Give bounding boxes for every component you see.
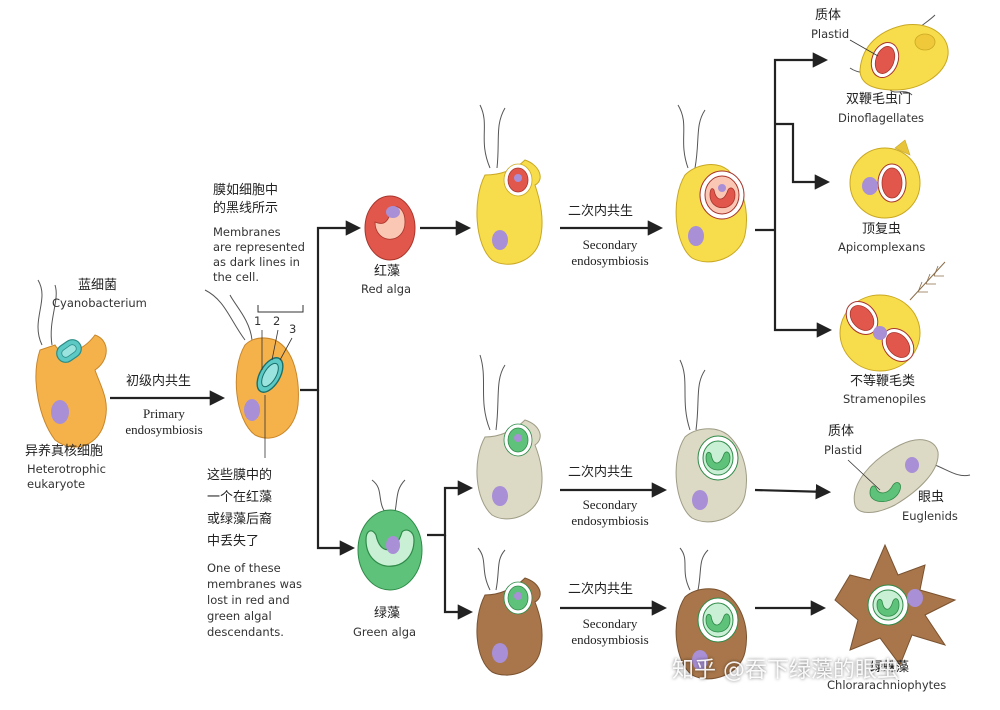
membrane-number-1: 1 xyxy=(254,314,262,328)
gray-host-engulfing xyxy=(476,419,543,520)
arrow-to-euglenids xyxy=(754,483,832,500)
membranes-note-en-3: as dark lines in xyxy=(213,255,300,269)
euglenids-label-en: Euglenids xyxy=(902,509,958,523)
arrow-to-green-alga xyxy=(316,390,356,556)
lost-note-en-4: green algal xyxy=(207,609,272,623)
flagella xyxy=(37,14,971,591)
lost-note-zh-2: 一个在红藻 xyxy=(207,490,273,505)
primary-label-en-2: endosymbiosis xyxy=(125,422,203,437)
red-alga-label-zh: 红藻 xyxy=(374,264,401,279)
arrow-to-red-alga xyxy=(300,220,362,392)
primary-cell xyxy=(235,305,304,458)
lost-note-zh-1: 这些膜中的 xyxy=(207,468,273,483)
gray-secondary-cell xyxy=(675,428,747,523)
primary-label-zh: 初级内共生 xyxy=(126,374,192,389)
arrow-to-dinoflagellates xyxy=(773,52,829,230)
lost-note-zh-3: 或绿藻后裔 xyxy=(207,512,273,527)
plastid-top-label-en: Plastid xyxy=(811,27,850,41)
secondary-red-label-en-2: endosymbiosis xyxy=(571,253,649,268)
euglenid-cell xyxy=(847,439,939,513)
cyanobacterium-label-en: Cyanobacterium xyxy=(52,296,147,310)
apicomplexans-label-zh: 顶复虫 xyxy=(862,222,902,237)
secondary-brown-label-en-1: Secondary xyxy=(582,616,638,631)
membrane-number-2: 2 xyxy=(273,314,281,328)
membranes-note-en-4: the cell. xyxy=(213,270,259,284)
apicomplexans-label-en: Apicomplexans xyxy=(838,240,926,254)
stramenopile-cell xyxy=(839,261,946,372)
green-alga-label-en: Green alga xyxy=(353,625,417,639)
chlorarachniophyte-cell xyxy=(834,543,957,667)
lost-note-en-5: descendants. xyxy=(207,625,284,639)
arrow-green-to-gray xyxy=(427,480,474,537)
host-label-zh: 异养真核细胞 xyxy=(25,444,104,459)
chlorarachniophytes-label-en: Chlorarachniophytes xyxy=(827,678,947,692)
brown-secondary-cell xyxy=(675,588,747,680)
dinoflagellates-label-zh: 双鞭毛虫门 xyxy=(846,92,912,107)
host-label-en-2: eukaryote xyxy=(27,477,86,491)
red-alga-cell xyxy=(364,195,416,261)
primary-label-en-1: Primary xyxy=(143,406,185,421)
host-cell xyxy=(35,334,107,448)
cyanobacterium-label-zh: 蓝细菌 xyxy=(78,278,118,293)
brown-host-engulfing xyxy=(476,577,543,676)
lost-note-zh-4: 中丢失了 xyxy=(207,534,260,549)
chlorarachniophytes-label-zh: 绿蛛藻 xyxy=(870,660,910,675)
secondary-brown-label-en-2: endosymbiosis xyxy=(571,632,649,647)
secondary-gray-label-en-2: endosymbiosis xyxy=(571,513,649,528)
secondary-brown-label-zh: 二次内共生 xyxy=(568,582,634,597)
green-alga-label-zh: 绿藻 xyxy=(374,606,401,621)
dinoflagellate-cell xyxy=(849,24,949,91)
membranes-note-zh-1: 膜如细胞中 xyxy=(213,183,279,198)
arrow-to-apicomplexans xyxy=(775,122,831,190)
watermark: 知乎 @吞下绿藻的眼虫 xyxy=(672,658,899,683)
arrow-green-to-brown xyxy=(443,535,474,620)
arrows xyxy=(110,52,833,620)
red-alga-label-en: Red alga xyxy=(361,282,412,296)
arrow-to-stramenopiles xyxy=(773,230,833,338)
yellow-secondary-cell xyxy=(675,164,747,263)
apicomplexan-cell xyxy=(849,139,921,219)
membranes-note-en-1: Membranes xyxy=(213,225,281,239)
lost-note-en-2: membranes was xyxy=(207,577,303,591)
stramenopiles-label-en: Stramenopiles xyxy=(843,392,926,406)
lost-note-en-3: lost in red and xyxy=(207,593,290,607)
lost-note-en-1: One of these xyxy=(207,561,281,575)
plastid-euglena-label-en: Plastid xyxy=(824,443,863,457)
host-label-en-1: Heterotrophic xyxy=(27,462,106,476)
stramenopiles-label-zh: 不等鞭毛类 xyxy=(850,374,916,389)
membrane-number-3: 3 xyxy=(289,322,297,336)
secondary-gray-label-zh: 二次内共生 xyxy=(568,465,634,480)
dinoflagellates-label-en: Dinoflagellates xyxy=(838,111,925,125)
yellow-host-engulfing xyxy=(476,159,543,265)
secondary-gray-label-en-1: Secondary xyxy=(582,497,638,512)
plastid-top-label-zh: 质体 xyxy=(815,8,842,23)
green-alga-cell xyxy=(357,509,423,591)
secondary-red-label-zh: 二次内共生 xyxy=(568,204,634,219)
secondary-red-label-en-1: Secondary xyxy=(582,237,638,252)
euglenids-label-zh: 眼虫 xyxy=(918,490,945,505)
membranes-note-en-2: are represented xyxy=(213,240,305,254)
plastid-euglena-label-zh: 质体 xyxy=(828,424,855,439)
membranes-note-zh-2: 的黑线所示 xyxy=(213,201,279,216)
nucleus xyxy=(51,400,69,424)
